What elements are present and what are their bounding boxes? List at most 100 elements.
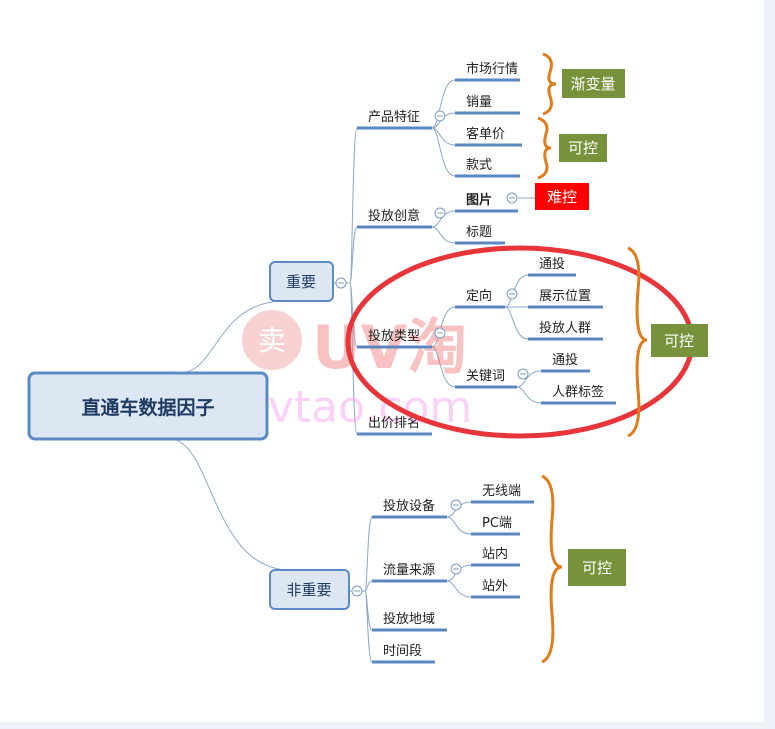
topic-region[interactable]: 投放地域 xyxy=(372,611,447,632)
topic-traffic-source[interactable]: 流量来源 xyxy=(372,563,447,583)
connector-line xyxy=(364,516,373,592)
topic-market[interactable]: 市场行情 xyxy=(455,61,520,82)
topic-targeting[interactable]: 定向 xyxy=(455,288,505,309)
tag-controllable1-label: 可控 xyxy=(568,139,598,157)
connector-line xyxy=(431,210,456,228)
topic-creative[interactable]: 投放创意 xyxy=(357,208,432,229)
scrollbar-track[interactable] xyxy=(764,0,775,729)
root-label: 直通车数据因子 xyxy=(81,396,214,419)
topic-creative-label: 投放创意 xyxy=(368,208,420,224)
topic-style-label: 款式 xyxy=(466,158,492,173)
watermark-seal xyxy=(242,310,302,370)
topic-keyword-general-label: 通投 xyxy=(552,352,578,368)
node-important-label: 重要 xyxy=(286,273,316,291)
topic-wireless-label: 无线端 xyxy=(482,484,521,499)
topic-unit-price-label: 客单价 xyxy=(466,126,505,142)
connector-line xyxy=(516,386,542,404)
connector-line xyxy=(169,438,291,571)
node-important[interactable] xyxy=(269,261,334,302)
topic-display-position-label: 展示位置 xyxy=(539,289,591,304)
connector-line xyxy=(431,127,456,177)
tag-gradual xyxy=(562,69,625,98)
topic-audience-label: 投放人群 xyxy=(539,320,591,336)
topic-targeting-general[interactable]: 通投 xyxy=(528,256,576,277)
topic-wireless[interactable]: 无线端 xyxy=(471,484,534,504)
tag-hard-label: 难控 xyxy=(547,188,577,206)
node-unimportant-label: 非重要 xyxy=(286,581,331,599)
collapse-icon[interactable] xyxy=(506,192,518,204)
topic-traffic-source-label: 流量来源 xyxy=(383,563,435,578)
topic-targeting-general-label: 通投 xyxy=(539,256,565,272)
collapse-icon[interactable] xyxy=(434,327,446,339)
topic-keyword-general[interactable]: 通投 xyxy=(541,352,590,373)
node-unimportant[interactable] xyxy=(269,569,350,610)
connector-line xyxy=(446,516,472,535)
topic-title[interactable]: 标题 xyxy=(455,225,505,245)
brace-controllable3 xyxy=(541,474,563,664)
connector-line xyxy=(364,580,373,592)
topic-title-label: 标题 xyxy=(466,225,492,240)
connector-line xyxy=(516,370,542,388)
collapse-icon[interactable] xyxy=(450,563,462,575)
topic-time-slot-label: 时间段 xyxy=(383,644,422,659)
bottom-bar xyxy=(0,722,775,729)
tag-gradual-label: 渐变量 xyxy=(570,75,615,93)
connector-line xyxy=(349,226,358,284)
connector-line xyxy=(364,590,373,663)
topic-placement-type-label: 投放类型 xyxy=(368,328,420,344)
tag-controllable2-label: 可控 xyxy=(664,332,694,350)
topic-region-label: 投放地域 xyxy=(383,611,435,627)
collapse-icon[interactable] xyxy=(351,585,363,597)
topic-style[interactable]: 款式 xyxy=(455,158,520,178)
topic-sales[interactable]: 销量 xyxy=(455,95,520,115)
topic-keyword[interactable]: 关键词 xyxy=(455,369,517,389)
connector-line xyxy=(504,306,529,340)
tag-controllable2 xyxy=(651,324,708,357)
topic-image-label: 图片 xyxy=(466,192,492,208)
connector-line xyxy=(446,580,472,598)
brace-gradual xyxy=(542,52,557,116)
collapse-icon[interactable] xyxy=(450,499,462,511)
topic-image[interactable]: 图片 xyxy=(455,192,518,213)
connector-line xyxy=(431,226,456,244)
connector-line xyxy=(431,306,456,348)
collapse-icon[interactable] xyxy=(434,207,446,219)
topic-on-site[interactable]: 站内 xyxy=(471,546,520,567)
connector-line xyxy=(179,300,286,374)
topic-bid-rank[interactable]: 出价排名 xyxy=(357,415,432,436)
collapse-icon[interactable] xyxy=(517,368,529,380)
tag-controllable3-label: 可控 xyxy=(582,559,612,577)
topic-pc[interactable]: PC端 xyxy=(471,516,520,536)
topic-market-label: 市场行情 xyxy=(466,61,518,77)
topic-sales-label: 销量 xyxy=(466,95,492,110)
topic-device[interactable]: 投放设备 xyxy=(372,498,447,519)
topic-product-features-label: 产品特征 xyxy=(368,110,420,125)
topic-audience-tags-label: 人群标签 xyxy=(552,384,604,400)
collapse-icon[interactable] xyxy=(335,277,347,289)
topic-time-slot[interactable]: 时间段 xyxy=(372,644,435,664)
topic-keyword-label: 关键词 xyxy=(466,369,505,384)
topic-unit-price[interactable]: 客单价 xyxy=(455,126,522,147)
topic-display-position[interactable]: 展示位置 xyxy=(528,289,603,309)
topic-audience[interactable]: 投放人群 xyxy=(528,320,603,341)
tag-controllable3 xyxy=(568,549,626,586)
brace-controllable2 xyxy=(627,246,648,438)
connector-line xyxy=(431,346,456,388)
collapse-icon[interactable] xyxy=(506,288,518,300)
collapse-icon[interactable] xyxy=(434,110,446,122)
tag-controllable1 xyxy=(559,134,607,162)
topic-bid-rank-label: 出价排名 xyxy=(368,415,420,431)
topic-device-label: 投放设备 xyxy=(383,498,435,514)
root-node[interactable] xyxy=(27,371,269,441)
watermark-seal-text: 卖 xyxy=(258,324,286,357)
tag-hard xyxy=(535,183,589,210)
topic-audience-tags[interactable]: 人群标签 xyxy=(541,384,616,405)
brace-controllable1 xyxy=(537,116,552,180)
watermark: 卖 UV淘 uvtao.com xyxy=(240,310,472,433)
topic-placement-type[interactable]: 投放类型 xyxy=(357,328,432,349)
topic-product-features[interactable]: 产品特征 xyxy=(357,110,432,130)
topic-off-site[interactable]: 站外 xyxy=(471,579,520,599)
connector-line xyxy=(431,79,456,129)
